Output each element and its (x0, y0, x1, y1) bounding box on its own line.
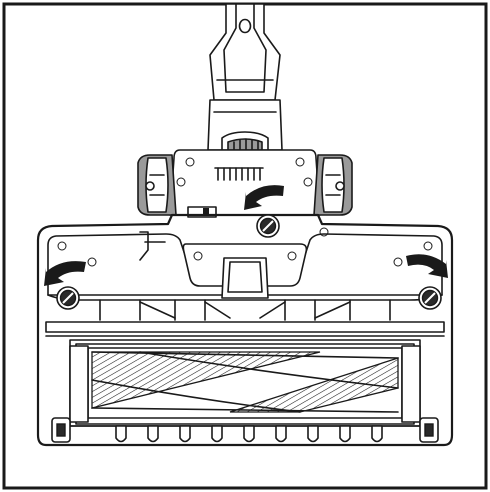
upper-body-plate (169, 149, 321, 218)
rotate-right-arrow-icon (406, 254, 448, 278)
screw-icon (256, 214, 280, 238)
corner-roller-left (51, 417, 71, 443)
brush-bearing-right (401, 345, 421, 423)
wheel-left-icon (137, 154, 177, 216)
floor-head-body (36, 213, 454, 447)
brush-bearing-left (69, 345, 89, 423)
brush-chamber (69, 339, 421, 427)
rotate-left-arrow-icon (244, 185, 284, 210)
neck-joint (221, 131, 269, 151)
screw-icon (418, 286, 442, 310)
deck-ribs (99, 299, 391, 321)
vent-ribs (214, 167, 264, 181)
wheel-right-icon (313, 154, 353, 216)
front-bumper-band (45, 321, 445, 333)
rotate-left-arrow-icon (44, 261, 86, 286)
handle-hole (238, 18, 252, 34)
corner-roller-right (419, 417, 439, 443)
comb-teeth (59, 425, 431, 443)
brush-roll (91, 351, 399, 413)
latch-slot (187, 206, 217, 218)
screw-icon (56, 286, 80, 310)
